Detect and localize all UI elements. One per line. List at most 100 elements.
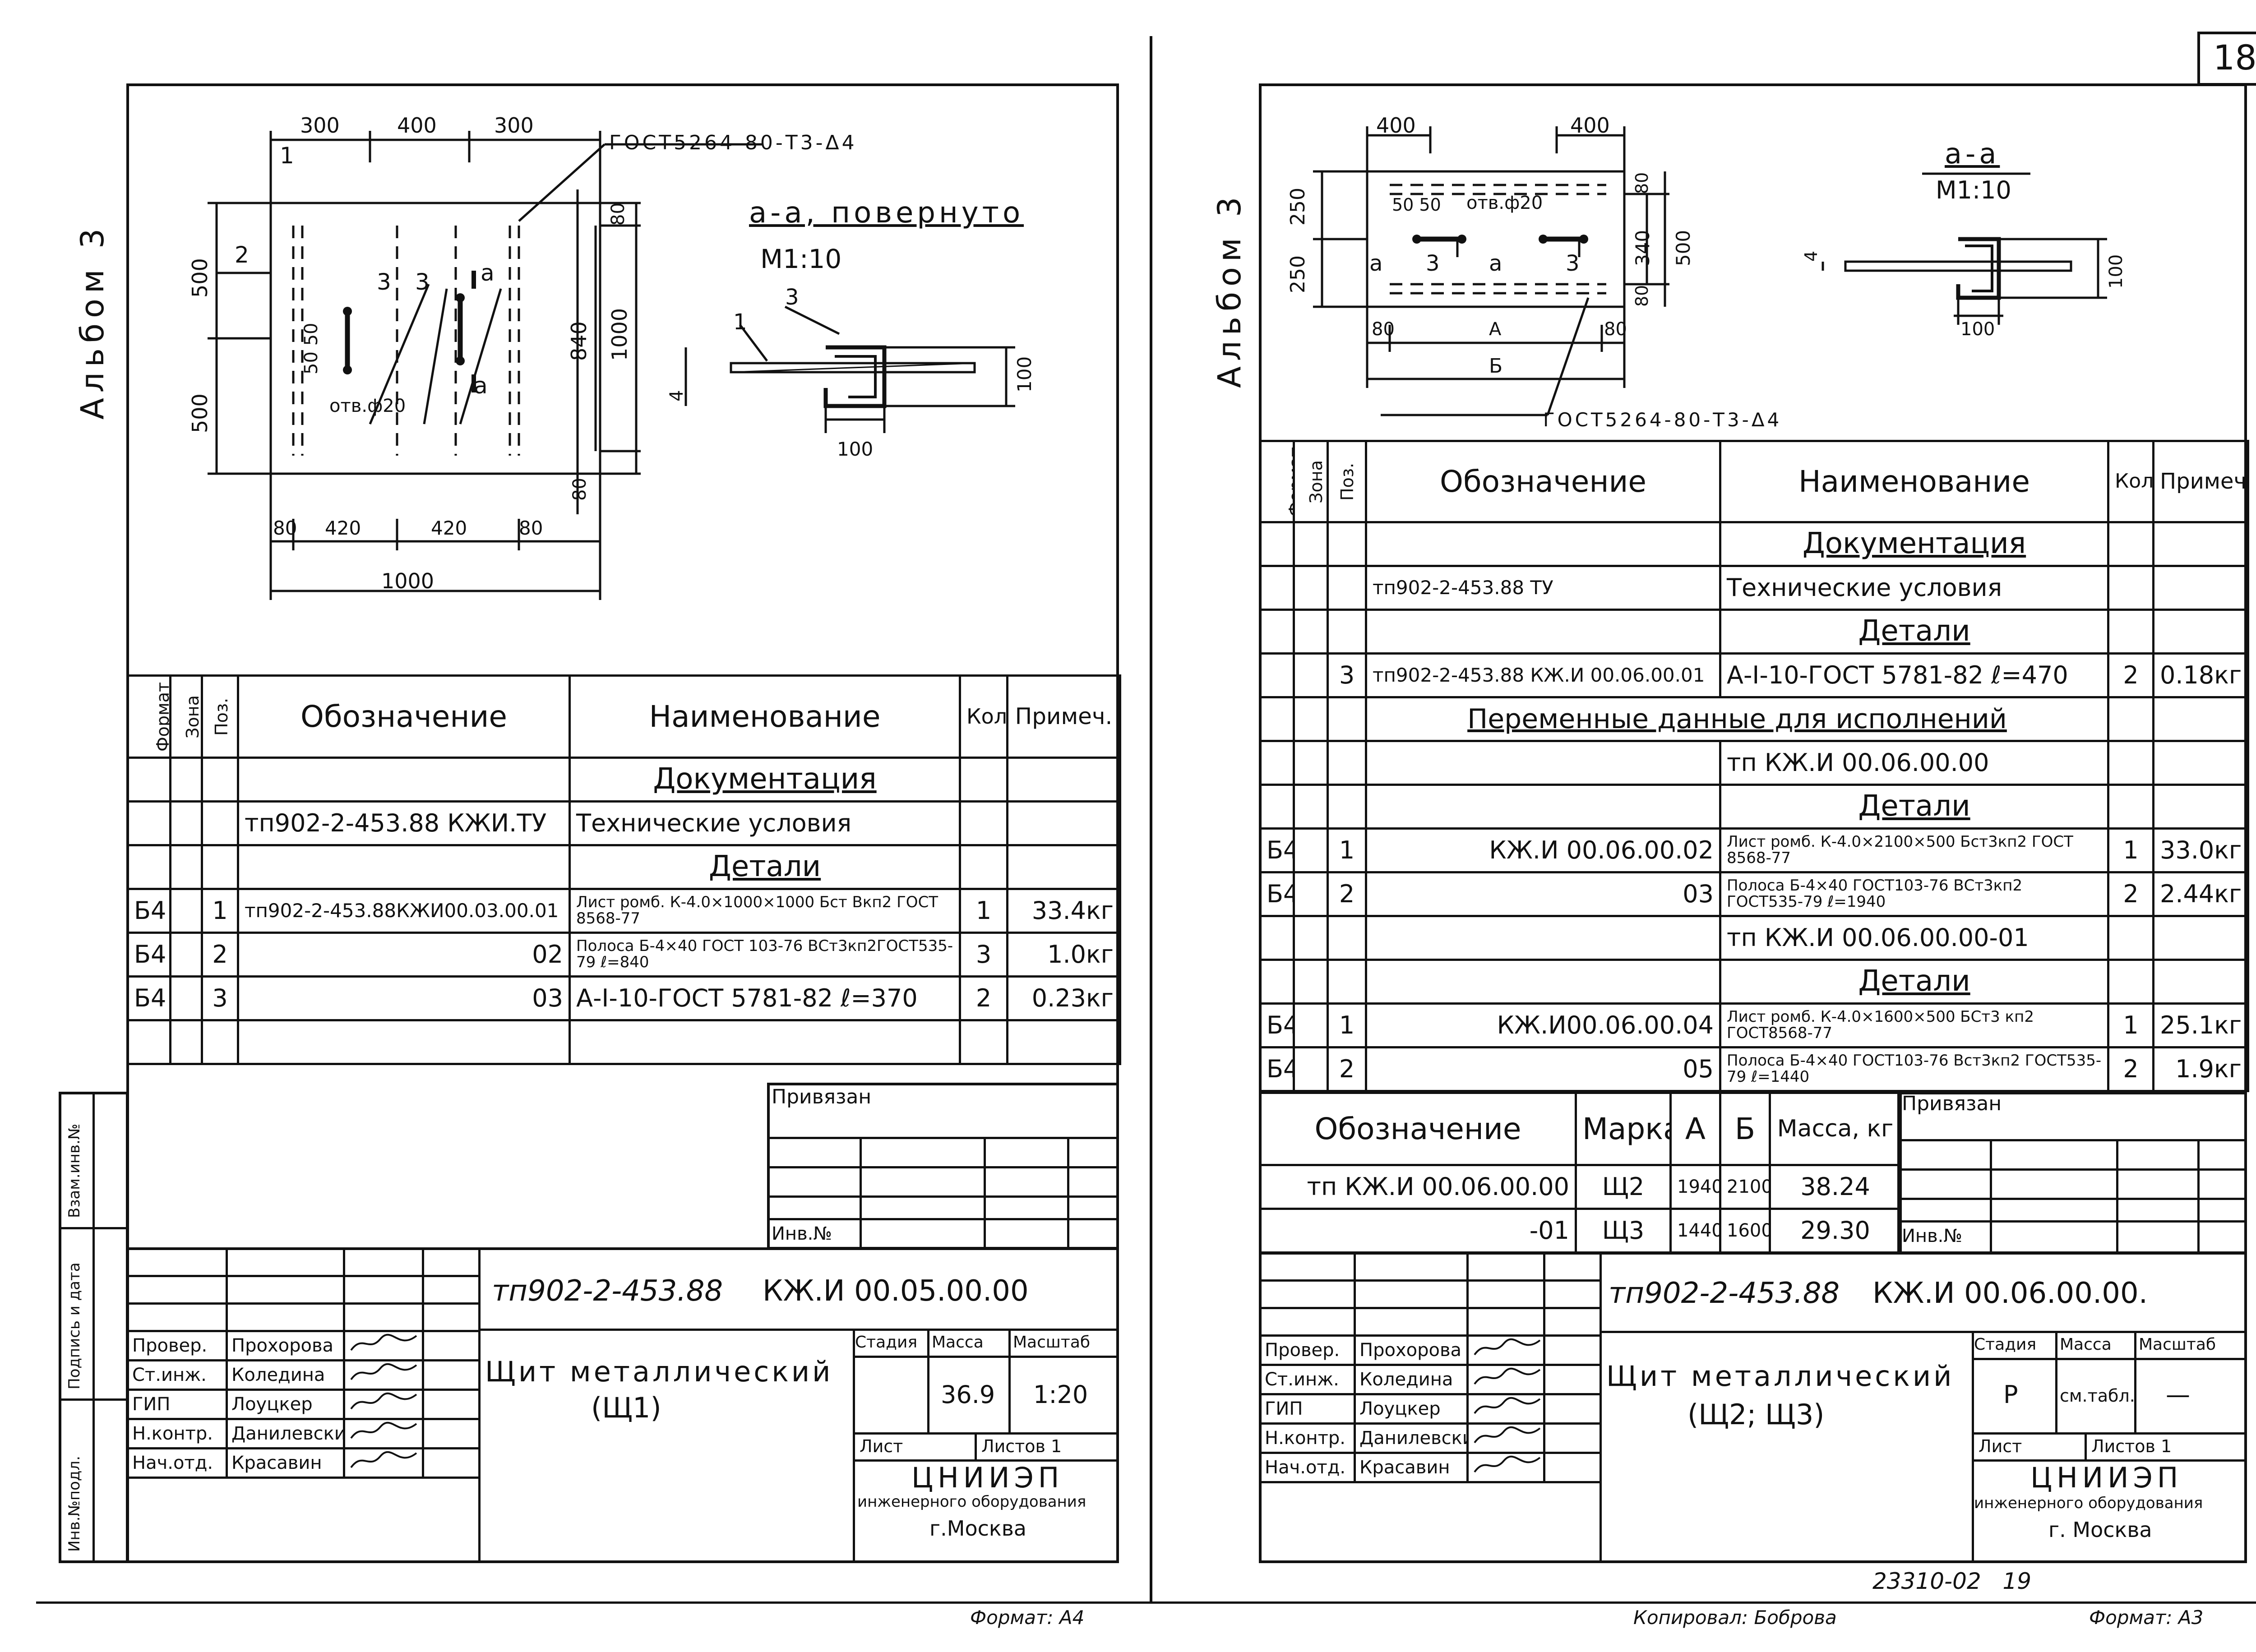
- cell-format: [126, 757, 171, 803]
- cell-note: [2152, 565, 2249, 611]
- blank-cell: [422, 1275, 481, 1305]
- cell-name: Технические условия: [1719, 565, 2109, 611]
- name-cell: Лоуцкер: [1354, 1393, 1469, 1425]
- role-cell: Провер.: [1259, 1334, 1356, 1366]
- cell-format: Б4: [1259, 871, 1295, 917]
- table-row: тп КЖ.И 00.06.00.00: [1259, 740, 2249, 786]
- r-dim-left-2: 250: [1286, 255, 1309, 293]
- r-callout-a1: а: [1369, 251, 1383, 276]
- signature-cell: [343, 1418, 424, 1449]
- blank-cell: [1466, 1279, 1545, 1309]
- date-cell: [422, 1418, 481, 1449]
- name-cell: Красавин: [1354, 1452, 1469, 1483]
- tb-sheets-label-left: Листов 1: [981, 1436, 1062, 1456]
- dim-top-3: 300: [494, 113, 534, 138]
- tb-doc-right: КЖ.И 00.06.00.00.: [1872, 1277, 2148, 1310]
- cell-designation: тп902-2-453.88 КЖИ.ТУ: [237, 800, 571, 846]
- variants-table: Обозначение Марка А Б Масса, кг тп КЖ.И …: [1259, 1092, 1902, 1254]
- cell-pos: [1327, 784, 1367, 830]
- blank-cell: [126, 1302, 228, 1332]
- cell-format: [1259, 652, 1295, 698]
- cell-qty: [959, 800, 1008, 846]
- cell-name: Детали: [569, 844, 961, 890]
- cell-pos: 1: [201, 888, 239, 934]
- name-cell: Коледина: [1354, 1364, 1469, 1395]
- tb-title-left: Щит металлический: [485, 1355, 833, 1388]
- dim-top-1: 300: [300, 113, 340, 138]
- section-title-left: а-а, повернуто: [749, 196, 1024, 230]
- tb-org-right: ЦНИИЭП: [2030, 1461, 2183, 1494]
- signature-row: Н.контр.Данилевский: [126, 1418, 481, 1449]
- role-cell: Н.контр.: [126, 1418, 228, 1449]
- cell-zone: [1293, 1002, 1329, 1048]
- signature-cell: [343, 1447, 424, 1479]
- signature-row: Н.контр.Данилевский: [1259, 1422, 1602, 1454]
- cell-variant-heading: Переменные данные для исполнений: [1365, 696, 2109, 742]
- r-dim-bottom-80a: 80: [1372, 319, 1395, 340]
- cell-name: Документация: [569, 757, 961, 803]
- cell-name: А-I-10-ГОСТ 5781-82 ℓ=470: [1719, 652, 2109, 698]
- cell-name: Полоса Б-4×40 ГОСТ 103-76 ВСт3кп2ГОСТ535…: [569, 932, 961, 978]
- table-row: Б4205Полоса Б-4×40 ГОСТ103-76 Вст3кп2 ГО…: [1259, 1046, 2249, 1092]
- cell-qty: [2107, 565, 2154, 611]
- hdr-qty: Кол.: [959, 674, 1008, 759]
- role-cell: Ст.инж.: [126, 1359, 228, 1391]
- tb-scale-label-left: Масштаб: [1013, 1333, 1091, 1352]
- cell-note: [2152, 609, 2249, 655]
- tb-org-left: ЦНИИЭП: [911, 1461, 1064, 1494]
- callout-2: 2: [235, 242, 249, 268]
- cell-name: Лист ромб. К-4.0×1600×500 БСт3 кп2 ГОСТ8…: [1719, 1002, 2109, 1048]
- cell-note: [2152, 740, 2249, 786]
- table-row: Детали: [1259, 784, 2249, 830]
- r-hdr-name: Наименование: [1719, 440, 2109, 523]
- cell-qty: 2: [2107, 652, 2154, 698]
- var-hdr-b: Б: [1719, 1092, 1771, 1166]
- cell-pos: [1327, 740, 1367, 786]
- signature-scribble: [1474, 1397, 1541, 1414]
- cell-designation: 03: [1365, 871, 1721, 917]
- tb-scale-label-right: Масштаб: [2139, 1335, 2216, 1354]
- tb-org-city-left: г.Москва: [929, 1516, 1026, 1541]
- cell-mass: 38.24: [1769, 1164, 1902, 1210]
- cell-pos: 1: [1327, 1002, 1367, 1048]
- var-hdr-designation: Обозначение: [1259, 1092, 1577, 1166]
- copied-by: Копировал: Боброва: [1633, 1606, 1837, 1629]
- date-cell: [422, 1389, 481, 1420]
- cell-designation: КЖ.И 00.06.00.02: [1365, 827, 1721, 873]
- cell-zone: [169, 888, 203, 934]
- cell-note: [1006, 800, 1121, 846]
- cell-qty: 2: [959, 975, 1008, 1021]
- cell-note: [2152, 915, 2249, 961]
- signature-scribble: [350, 1451, 417, 1468]
- tb-sheets-label-right: Листов 1: [2091, 1436, 2172, 1456]
- r-section-title: а-а: [1945, 137, 2000, 170]
- r-dim-right-500: 500: [1672, 230, 1694, 266]
- date-cell: [422, 1330, 481, 1361]
- cell-qty: [2107, 740, 2154, 786]
- signature-row: Провер.Прохорова: [126, 1330, 481, 1361]
- cell-designation: [1365, 740, 1721, 786]
- cell-name: Документация: [1719, 521, 2109, 567]
- signature-blank-row: [126, 1275, 481, 1305]
- signature-scribble: [1474, 1426, 1541, 1444]
- cell-note: [1006, 844, 1121, 890]
- cell-a: 1440: [1669, 1208, 1721, 1254]
- cell-qty: [2107, 696, 2154, 742]
- tb-mass-right: см.табл.: [2060, 1386, 2135, 1406]
- signature-blank-row: [126, 1247, 481, 1277]
- r-section-dim-100-bottom: 100: [1960, 319, 1995, 340]
- cell-zone: [1293, 959, 1329, 1005]
- blank-cell: [226, 1302, 345, 1332]
- date-cell: [422, 1359, 481, 1391]
- signature-scribble: [1474, 1338, 1541, 1356]
- table-row: Документация: [126, 757, 1121, 803]
- cell-format: [1259, 784, 1295, 830]
- cell-pos: [1327, 915, 1367, 961]
- cell-designation: КЖ.И00.06.00.04: [1365, 1002, 1721, 1048]
- cell-designation: [1365, 959, 1721, 1005]
